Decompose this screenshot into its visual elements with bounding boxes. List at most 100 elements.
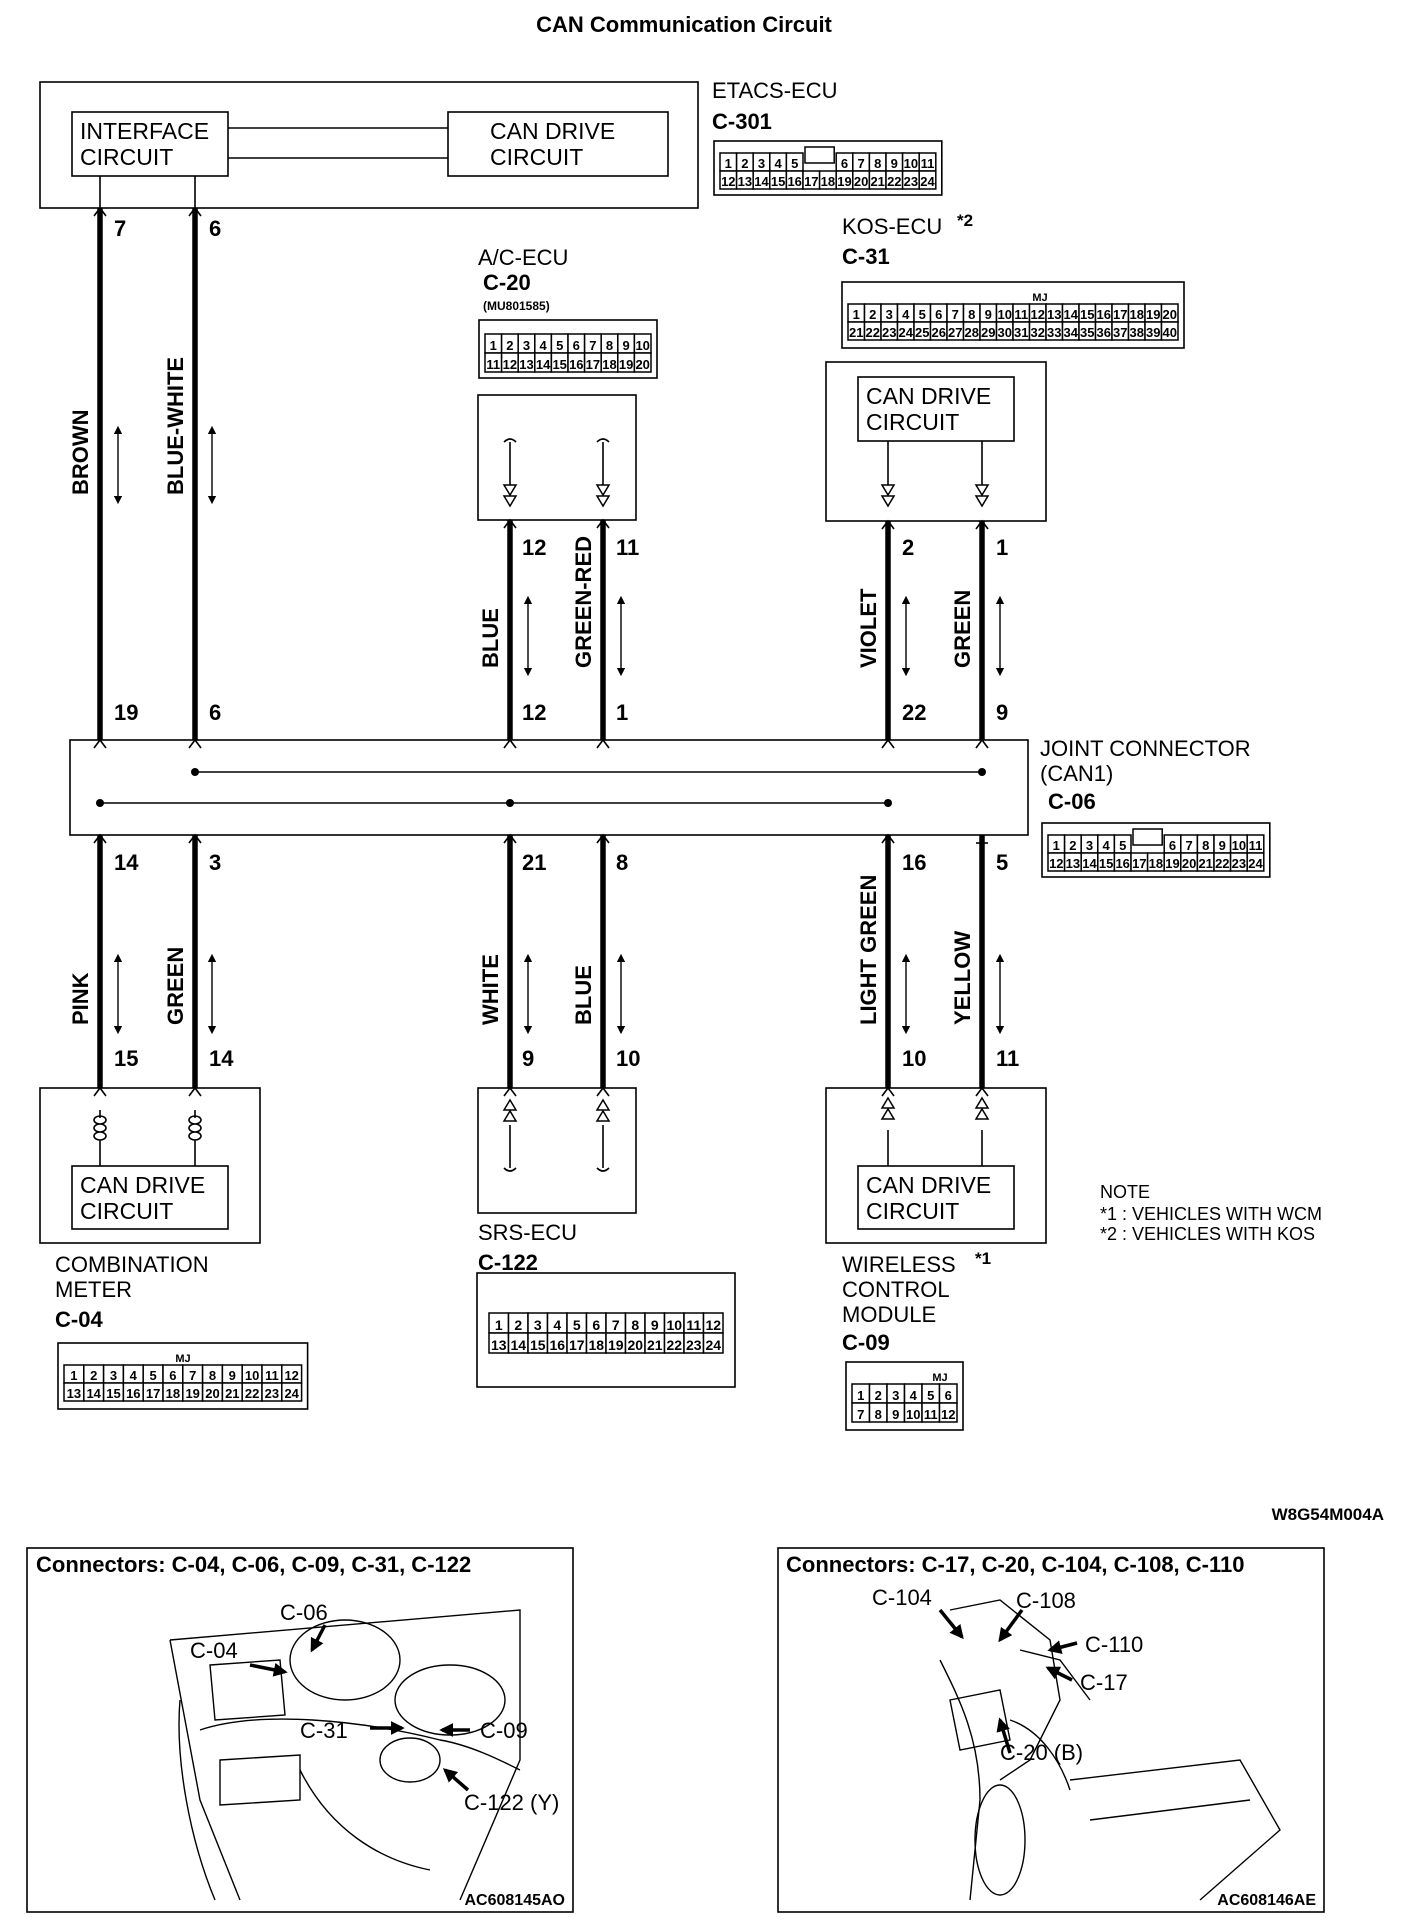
diagram-code: W8G54M004A bbox=[1272, 1505, 1384, 1524]
connector-pin: 6 bbox=[573, 338, 580, 353]
kos-ecu-mark: *2 bbox=[957, 211, 973, 230]
connector-pin: 13 bbox=[519, 357, 533, 372]
note-2: *2 : VEHICLES WITH KOS bbox=[1100, 1224, 1315, 1244]
connector-pin: 31 bbox=[1014, 325, 1028, 340]
connector-pin: 18 bbox=[588, 1337, 604, 1353]
wire-label-brown: BROWN bbox=[68, 409, 93, 495]
panel-left-label-c04: C-04 bbox=[190, 1638, 238, 1663]
connector-pin: 16 bbox=[787, 174, 801, 189]
connector-pin: 2 bbox=[506, 338, 513, 353]
connector-pin: 3 bbox=[1086, 838, 1093, 853]
panel-right-label-c17: C-17 bbox=[1080, 1670, 1128, 1695]
connector-pin: 6 bbox=[1169, 838, 1176, 853]
interface-circuit-label-1: INTERFACE bbox=[80, 118, 209, 144]
pin-joint-8: 8 bbox=[616, 850, 628, 875]
pin-meter-15: 15 bbox=[114, 1046, 138, 1071]
connector-pin: 1 bbox=[490, 338, 497, 353]
wire-label-green-red: GREEN-RED bbox=[571, 536, 596, 668]
connector-pin: 1 bbox=[70, 1368, 77, 1383]
connector-pin: 13 bbox=[1066, 856, 1080, 871]
connector-pin: 22 bbox=[245, 1386, 259, 1401]
connector-pin: 33 bbox=[1047, 325, 1061, 340]
connector-pin: 2 bbox=[1069, 838, 1076, 853]
connector-pin: 1 bbox=[853, 307, 860, 322]
connector-pin: 17 bbox=[586, 357, 600, 372]
meter-name-2: METER bbox=[55, 1277, 132, 1302]
etacs-can-drive-label-2: CIRCUIT bbox=[490, 144, 583, 170]
connector-pin: 4 bbox=[910, 1388, 918, 1403]
connector-pin: 10 bbox=[904, 156, 918, 171]
joint-connector-id: C-06 bbox=[1048, 789, 1096, 814]
panel-right-label-c104: C-104 bbox=[872, 1585, 932, 1610]
connector-pin: 17 bbox=[804, 174, 818, 189]
connector-pin: 21 bbox=[870, 174, 884, 189]
connector-pin: 12 bbox=[705, 1317, 721, 1333]
connector-pin: 3 bbox=[523, 338, 530, 353]
connector-pin: 11 bbox=[1249, 838, 1263, 853]
connector-pin: 2 bbox=[869, 307, 876, 322]
joint-connector-name: JOINT CONNECTOR bbox=[1040, 736, 1251, 761]
connector-pin: 1 bbox=[725, 156, 732, 171]
wireless-control-module: CAN DRIVE CIRCUIT WIRELESS *1 CONTROL MO… bbox=[825, 1087, 1047, 1431]
connector-pin: 9 bbox=[892, 1407, 899, 1422]
connector-pin: 18 bbox=[1130, 307, 1144, 322]
connector-pin: 20 bbox=[635, 357, 649, 372]
connector-pin: 5 bbox=[927, 1388, 934, 1403]
kos-ecu-name: KOS-ECU bbox=[842, 214, 942, 239]
connector-pin: 7 bbox=[952, 307, 959, 322]
etacs-can-drive-label-1: CAN DRIVE bbox=[490, 118, 615, 144]
pin-wcm-11: 11 bbox=[996, 1046, 1019, 1071]
connector-pin: 11 bbox=[1014, 307, 1028, 322]
connector-pin: 1 bbox=[1053, 838, 1060, 853]
wire-label-green: GREEN bbox=[950, 590, 975, 668]
connector-pin: 6 bbox=[945, 1388, 952, 1403]
location-panel-right: Connectors: C-17, C-20, C-104, C-108, C-… bbox=[777, 1547, 1325, 1913]
connector-pin: 5 bbox=[573, 1317, 581, 1333]
connector-pin: 19 bbox=[608, 1337, 624, 1353]
note-heading: NOTE bbox=[1100, 1182, 1150, 1202]
wcm-mark: *1 bbox=[975, 1249, 991, 1268]
ac-ecu-connector-id: C-20 bbox=[483, 270, 531, 295]
connector-pin: 3 bbox=[892, 1388, 899, 1403]
connector-pin: 24 bbox=[920, 174, 935, 189]
connector-pin: 11 bbox=[686, 1317, 701, 1333]
wire-harness bbox=[93, 176, 1005, 1172]
connector-pin: 20 bbox=[1182, 856, 1196, 871]
kos-can-drive-label-1: CAN DRIVE bbox=[866, 383, 991, 409]
combination-meter: CAN DRIVE CIRCUIT COMBINATION METER C-04… bbox=[39, 1087, 309, 1410]
connector-pin: 22 bbox=[666, 1337, 682, 1353]
page-title: CAN Communication Circuit bbox=[536, 12, 832, 37]
pin-joint-21: 21 bbox=[522, 850, 546, 875]
pin-joint-6: 6 bbox=[209, 700, 221, 725]
panel-left-label-c122: C-122 (Y) bbox=[464, 1790, 559, 1815]
pin-etacs-6: 6 bbox=[209, 216, 221, 241]
connector-pin: 15 bbox=[106, 1386, 120, 1401]
connector-pin: 10 bbox=[998, 307, 1012, 322]
connector-pin: 24 bbox=[899, 325, 914, 340]
connector-pin: 23 bbox=[1232, 856, 1246, 871]
connector-pin: 17 bbox=[569, 1337, 585, 1353]
connector-pin: 19 bbox=[837, 174, 851, 189]
pin-meter-14: 14 bbox=[209, 1046, 234, 1071]
connector-pin: 7 bbox=[857, 1407, 864, 1422]
connector-pin: 24 bbox=[1248, 856, 1263, 871]
panel-left-heading: Connectors: C-04, C-06, C-09, C-31, C-12… bbox=[36, 1552, 471, 1577]
wire-label-light-green: LIGHT GREEN bbox=[856, 875, 881, 1025]
note-1: *1 : VEHICLES WITH WCM bbox=[1100, 1204, 1322, 1224]
connector-pin: 18 bbox=[1149, 856, 1163, 871]
ac-ecu-part-number: (MU801585) bbox=[483, 299, 550, 313]
panel-right-code: AC608146AE bbox=[1217, 1892, 1316, 1909]
connector-pin: 15 bbox=[1080, 307, 1094, 322]
connector-pin: 4 bbox=[553, 1317, 561, 1333]
wire-label-green-2: GREEN bbox=[163, 947, 188, 1025]
panel-right-heading: Connectors: C-17, C-20, C-104, C-108, C-… bbox=[786, 1552, 1245, 1577]
pin-kos-2: 2 bbox=[902, 535, 914, 560]
connector-pin: 8 bbox=[875, 1407, 882, 1422]
connector-pin: 14 bbox=[754, 174, 769, 189]
connector-pin: 10 bbox=[635, 338, 649, 353]
